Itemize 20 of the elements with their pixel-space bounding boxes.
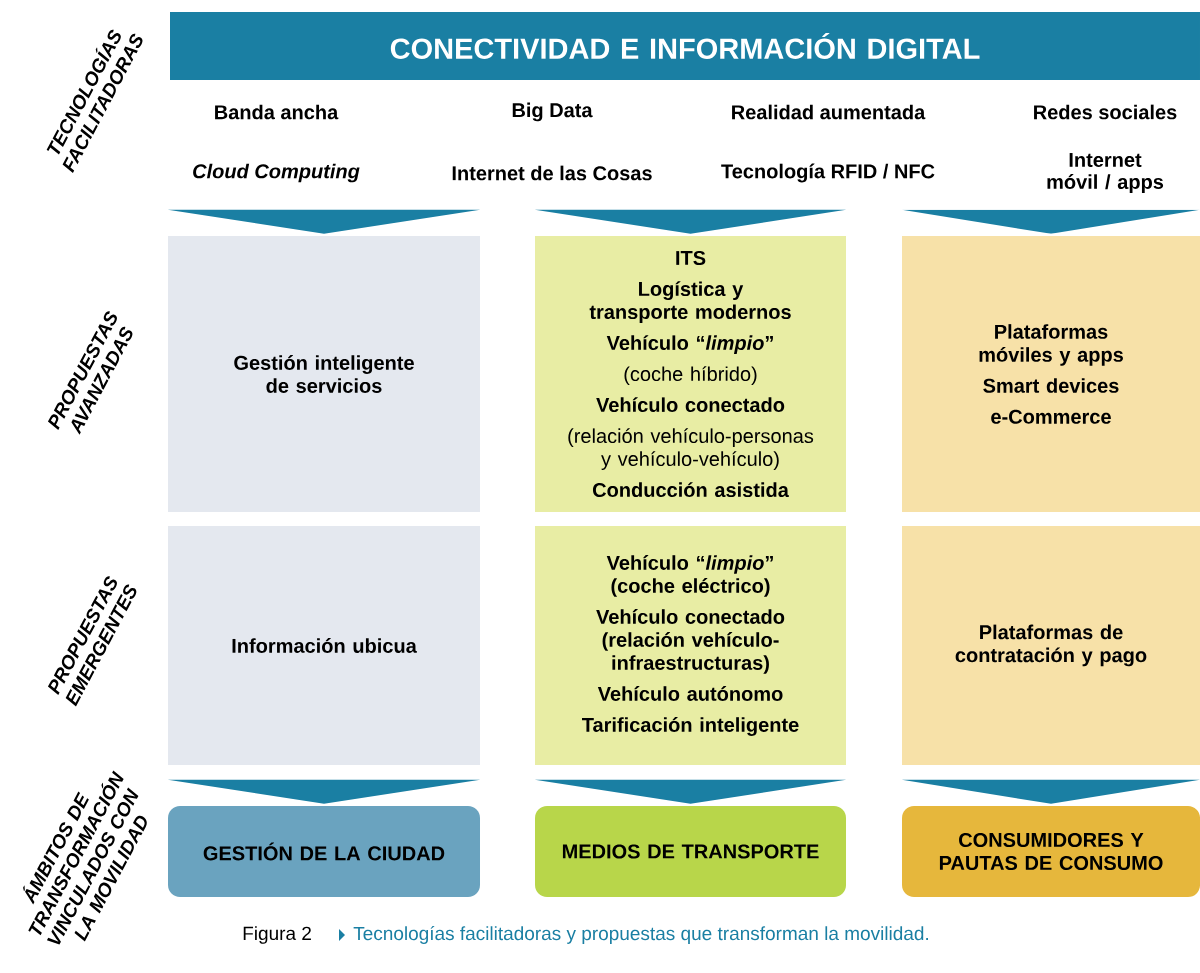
proposal-box: Información ubicua [168,526,480,765]
header-band: CONECTIVIDAD E INFORMACIÓN DIGITAL [170,12,1200,80]
proposal-box: ITS Logística y transporte modernos Vehículo “limpio” (coche híbrido) Vehículo conectado (relación vehículo-personas y vehículo-vehículo) Conducción asistida [535,236,846,512]
technology-label: Internet móvil / apps [1047,153,1164,193]
proposal-box: Gestión inteligente de servicios [168,236,480,512]
category-box: GESTIÓN DE LA CIUDAD [168,806,480,897]
proposal-box: Plataformas móviles y apps Smart devices e-Commerce [902,236,1200,512]
proposal-box: Vehículo “limpio” (coche eléctrico) Vehículo conectado (relación vehículo-infraestructuras) Vehículo autónomo Tarificación inteligente [535,526,846,765]
technology-label: Redes sociales [1034,104,1177,120]
category-box: MEDIOS DE TRANSPORTE [535,806,846,897]
technology-label: Realidad aumentada [732,104,926,120]
technology-label: Internet de las Cosas [452,165,652,181]
technology-label: Tecnología RFID / NFC [721,163,935,183]
figure-caption: Tecnologías facilitadoras y propuestas que transforman la movilidad. [353,926,928,944]
technology-label: Big Data [512,102,593,122]
technology-label: Banda ancha [215,104,339,120]
proposal-box: Plataformas de contratación y pago [902,526,1200,765]
technology-label: Cloud Computing [193,163,360,183]
category-box: CONSUMIDORES Y PAUTAS DE CONSUMO [902,806,1200,897]
figure-number: Figura 2 [243,926,311,944]
